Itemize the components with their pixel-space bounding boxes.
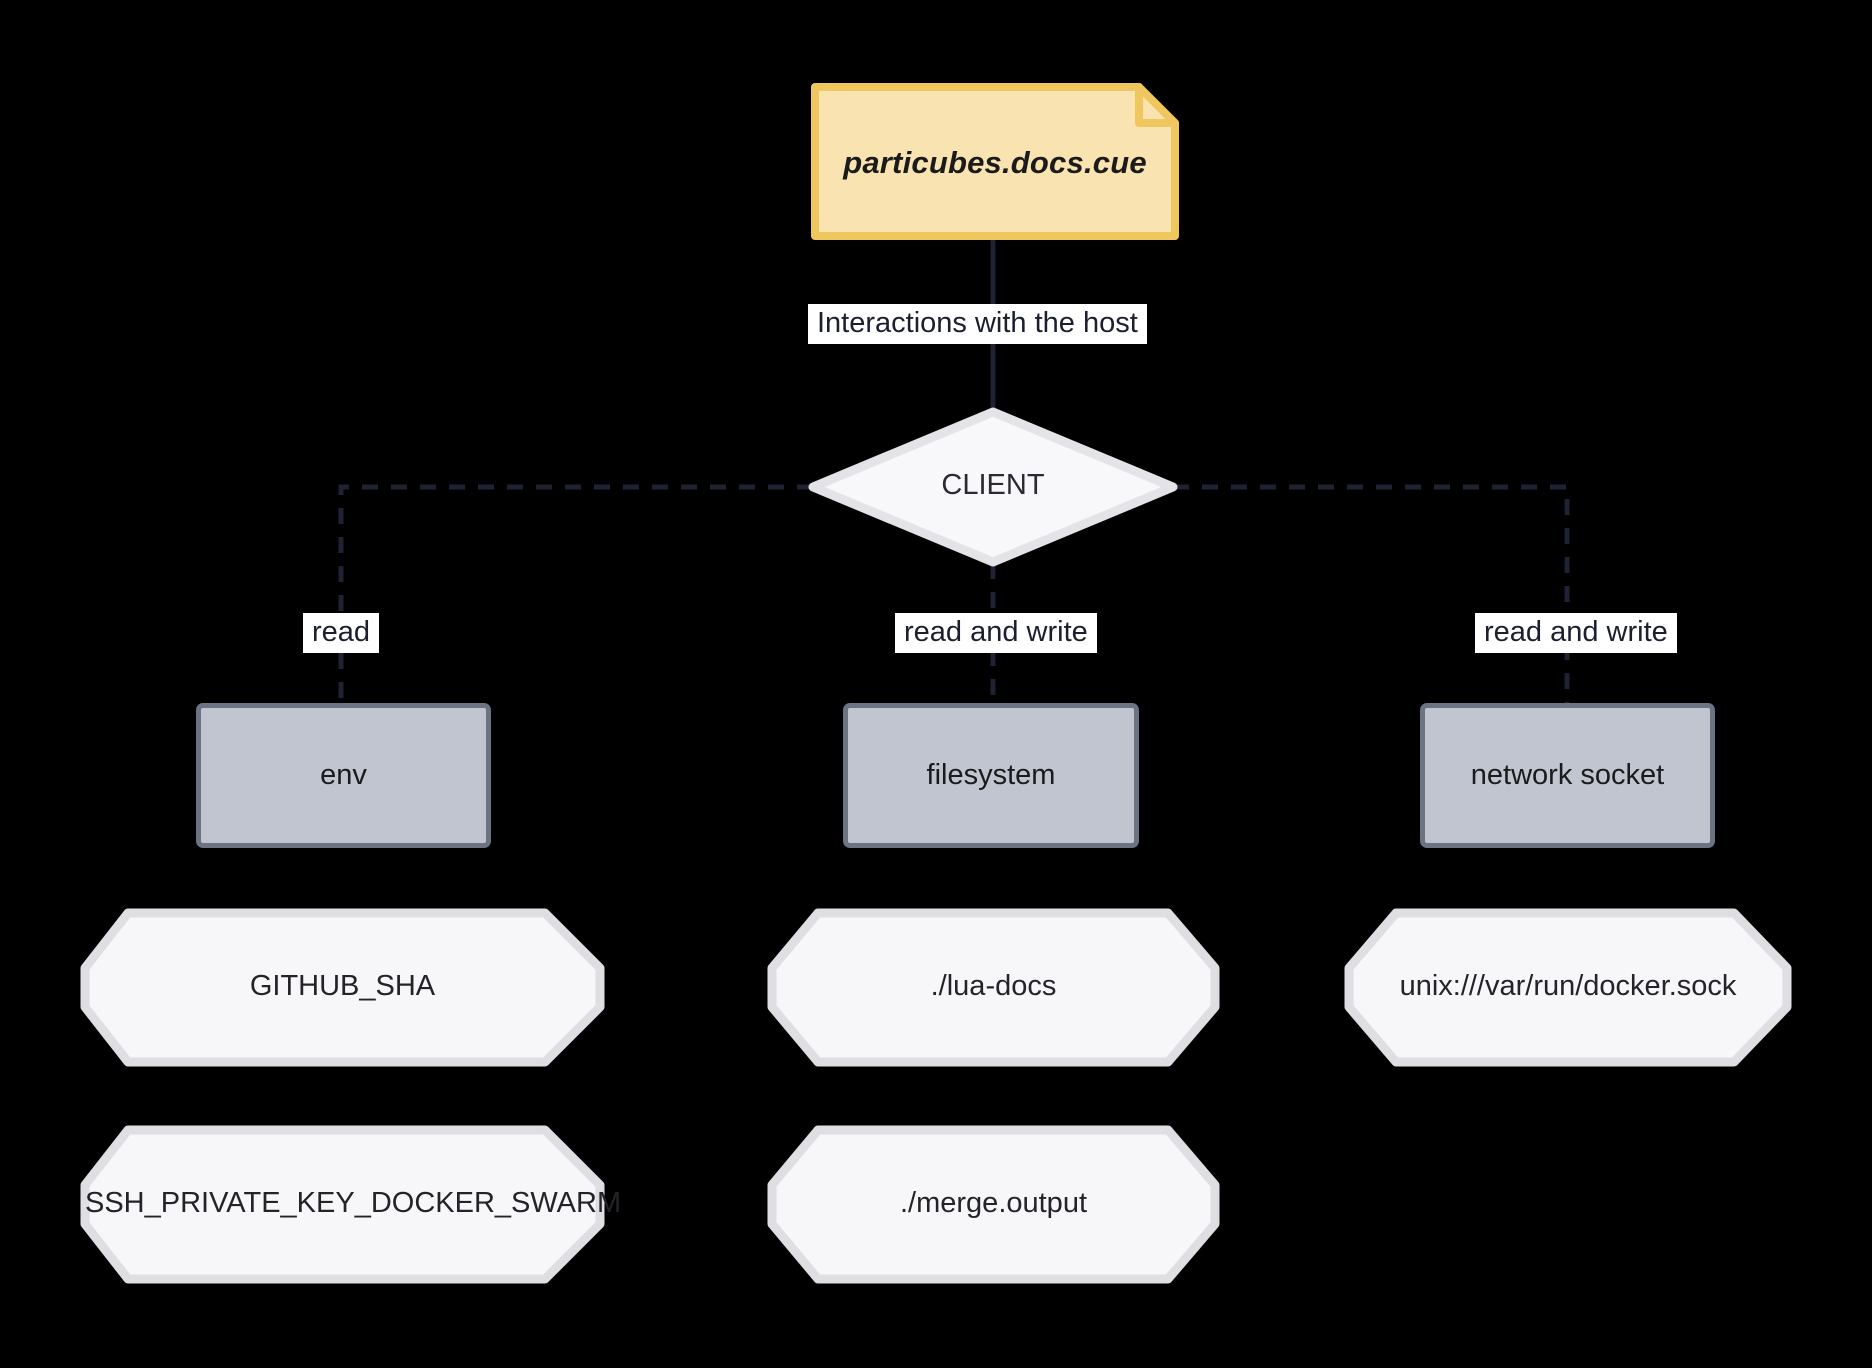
resource-node-env-label: env xyxy=(320,759,367,791)
octagon-ssh-private-key-docker-swarm[interactable] xyxy=(80,1125,605,1284)
octagon-docker-sock[interactable] xyxy=(1344,908,1792,1067)
octagon-merge-output[interactable] xyxy=(767,1125,1220,1284)
octagon-github-sha[interactable] xyxy=(80,908,605,1067)
decision-label: CLIENT xyxy=(941,469,1045,501)
resource-node-filesystem[interactable]: filesystem xyxy=(843,703,1139,848)
resource-node-env[interactable]: env xyxy=(196,703,491,848)
edge-label-read-and-write-network: read and write xyxy=(1475,613,1677,654)
decision-shape[interactable] xyxy=(808,407,1178,567)
octagon-lua-docs[interactable] xyxy=(767,908,1220,1067)
resource-node-network-socket-label: network socket xyxy=(1470,759,1665,791)
resource-node-network-socket[interactable]: network socket xyxy=(1420,703,1715,848)
edge-label-read-and-write-filesystem: read and write xyxy=(895,613,1097,654)
resource-node-filesystem-label: filesystem xyxy=(926,759,1056,791)
edge-label-interactions-with-the-host: Interactions with the host xyxy=(808,304,1147,345)
note-fold-icon xyxy=(1135,83,1179,127)
edge-label-read: read xyxy=(303,613,380,654)
note-label: particubes.docs.cue xyxy=(843,145,1147,180)
note-shape[interactable] xyxy=(811,83,1179,240)
